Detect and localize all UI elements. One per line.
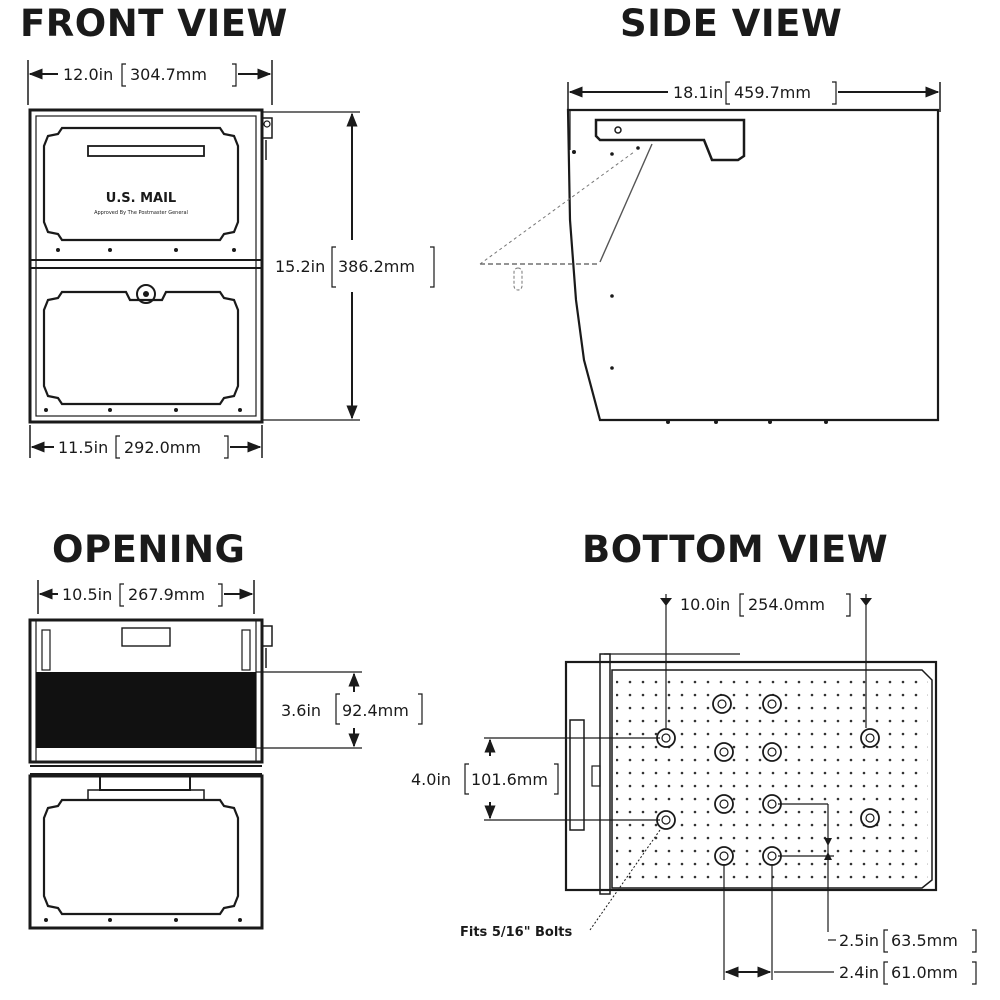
lock-icon — [136, 284, 156, 304]
front-width-top-in: 12.0in — [63, 65, 113, 84]
bottom-base-plate — [564, 660, 938, 892]
bottom-spacing-mm: 101.6mm — [471, 770, 548, 789]
bolt-hole — [860, 728, 880, 748]
side-view: 18.1in 459.7mm — [479, 81, 941, 424]
front-height-mm: 386.2mm — [338, 257, 415, 276]
opening-compartment — [28, 618, 264, 764]
bottom-dim-a-mm: 63.5mm — [891, 931, 958, 950]
front-view-title: FRONT VIEW — [20, 2, 288, 45]
bolt-hole — [712, 694, 732, 714]
opening-lower-plaque — [42, 798, 240, 916]
bottom-span-in: 10.0in — [680, 595, 730, 614]
front-mailbox-body — [28, 108, 264, 424]
opening-height-in: 3.6in — [281, 701, 321, 720]
bottom-spacing-in: 4.0in — [411, 770, 451, 789]
front-view: 12.0in 304.7mm U.S. MAIL Approved By The… — [27, 60, 435, 459]
bolt-note: Fits 5/16" Bolts — [460, 925, 573, 940]
bolt-hole — [762, 742, 782, 762]
door-label: U.S. MAIL — [106, 191, 176, 206]
bottom-view: 10.0in 254.0mm 4.0in — [411, 593, 977, 985]
front-height-in: 15.2in — [275, 257, 325, 276]
bottom-dim-b-mm: 61.0mm — [891, 963, 958, 982]
side-flag — [594, 118, 746, 162]
opening-view: 10.5in 267.9mm 3.6in 92.4mm — [28, 580, 423, 930]
bolt-hole — [762, 694, 782, 714]
front-width-top-mm: 304.7mm — [130, 65, 207, 84]
opening-height-mm: 92.4mm — [342, 701, 409, 720]
bolt-hole — [714, 742, 734, 762]
front-width-bottom-in: 11.5in — [58, 438, 108, 457]
bottom-span-mm: 254.0mm — [748, 595, 825, 614]
front-door-plaque — [42, 126, 240, 242]
bolt-holes — [656, 694, 880, 866]
front-width-bottom-mm: 292.0mm — [124, 438, 201, 457]
opening-title: OPENING — [52, 528, 246, 571]
bolt-hole — [860, 808, 880, 828]
side-depth-mm: 459.7mm — [734, 83, 811, 102]
bolt-hole — [714, 846, 734, 866]
opening-dark-area — [36, 672, 256, 748]
front-lower-plaque — [42, 290, 240, 406]
bottom-dim-b-in: 2.4in — [839, 963, 879, 982]
side-depth-in: 18.1in — [673, 83, 723, 102]
mail-slot — [87, 145, 205, 157]
bolt-hole — [714, 794, 734, 814]
bottom-view-title: BOTTOM VIEW — [582, 528, 889, 571]
opening-width-mm: 267.9mm — [128, 585, 205, 604]
door-sublabel: Approved By The Postmaster General — [94, 210, 188, 216]
side-mailbox-body — [566, 108, 940, 422]
side-view-title: SIDE VIEW — [620, 2, 843, 45]
bottom-dim-a-in: 2.5in — [839, 931, 879, 950]
opening-width-in: 10.5in — [62, 585, 112, 604]
